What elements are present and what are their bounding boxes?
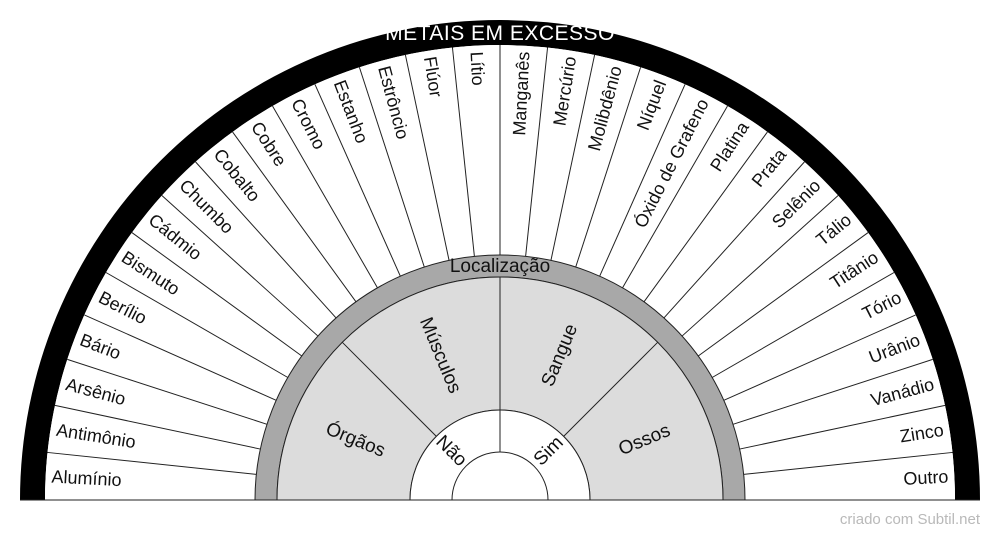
outer-divider — [681, 195, 839, 337]
outer-divider — [697, 232, 869, 357]
outer-divider — [47, 451, 257, 475]
outer-divider — [314, 84, 401, 277]
outer-item-label: Lítio — [467, 51, 489, 86]
outer-divider — [663, 161, 805, 319]
outer-divider — [272, 105, 378, 289]
outer-divider — [732, 358, 933, 425]
outer-divider — [232, 131, 357, 303]
location-divider — [341, 341, 437, 437]
location-divider — [563, 341, 659, 437]
outer-divider — [711, 272, 895, 378]
outer-divider — [599, 84, 686, 277]
credit-text: criado com Subtil.net — [839, 511, 980, 528]
outer-divider — [550, 54, 596, 261]
outer-divider — [358, 67, 425, 268]
localizacao-label: Localização — [450, 256, 550, 277]
outer-divider — [723, 314, 916, 401]
outer-divider — [451, 47, 475, 257]
outer-divider — [525, 47, 549, 257]
outer-divider — [575, 67, 642, 268]
outer-divider — [739, 404, 946, 450]
outer-divider — [67, 358, 268, 425]
outer-item-label: Alumínio — [51, 467, 122, 491]
outer-item-label: Outro — [903, 467, 949, 489]
outer-divider — [84, 314, 277, 401]
chart-title: METAIS EM EXCESSO — [385, 22, 615, 45]
outer-divider — [743, 451, 953, 475]
yes-no-ring — [409, 409, 591, 501]
outer-divider-lines — [47, 45, 953, 475]
outer-item-label: Manganês — [509, 51, 533, 136]
location-divider-lines — [341, 277, 659, 437]
outer-divider — [131, 232, 303, 357]
outer-divider — [105, 272, 289, 378]
outer-items-area — [45, 45, 955, 500]
outer-divider — [643, 131, 768, 303]
outer-divider — [161, 195, 319, 337]
outer-divider — [404, 54, 450, 261]
outer-divider — [195, 161, 337, 319]
outer-divider — [622, 105, 728, 289]
outer-divider — [54, 404, 261, 450]
